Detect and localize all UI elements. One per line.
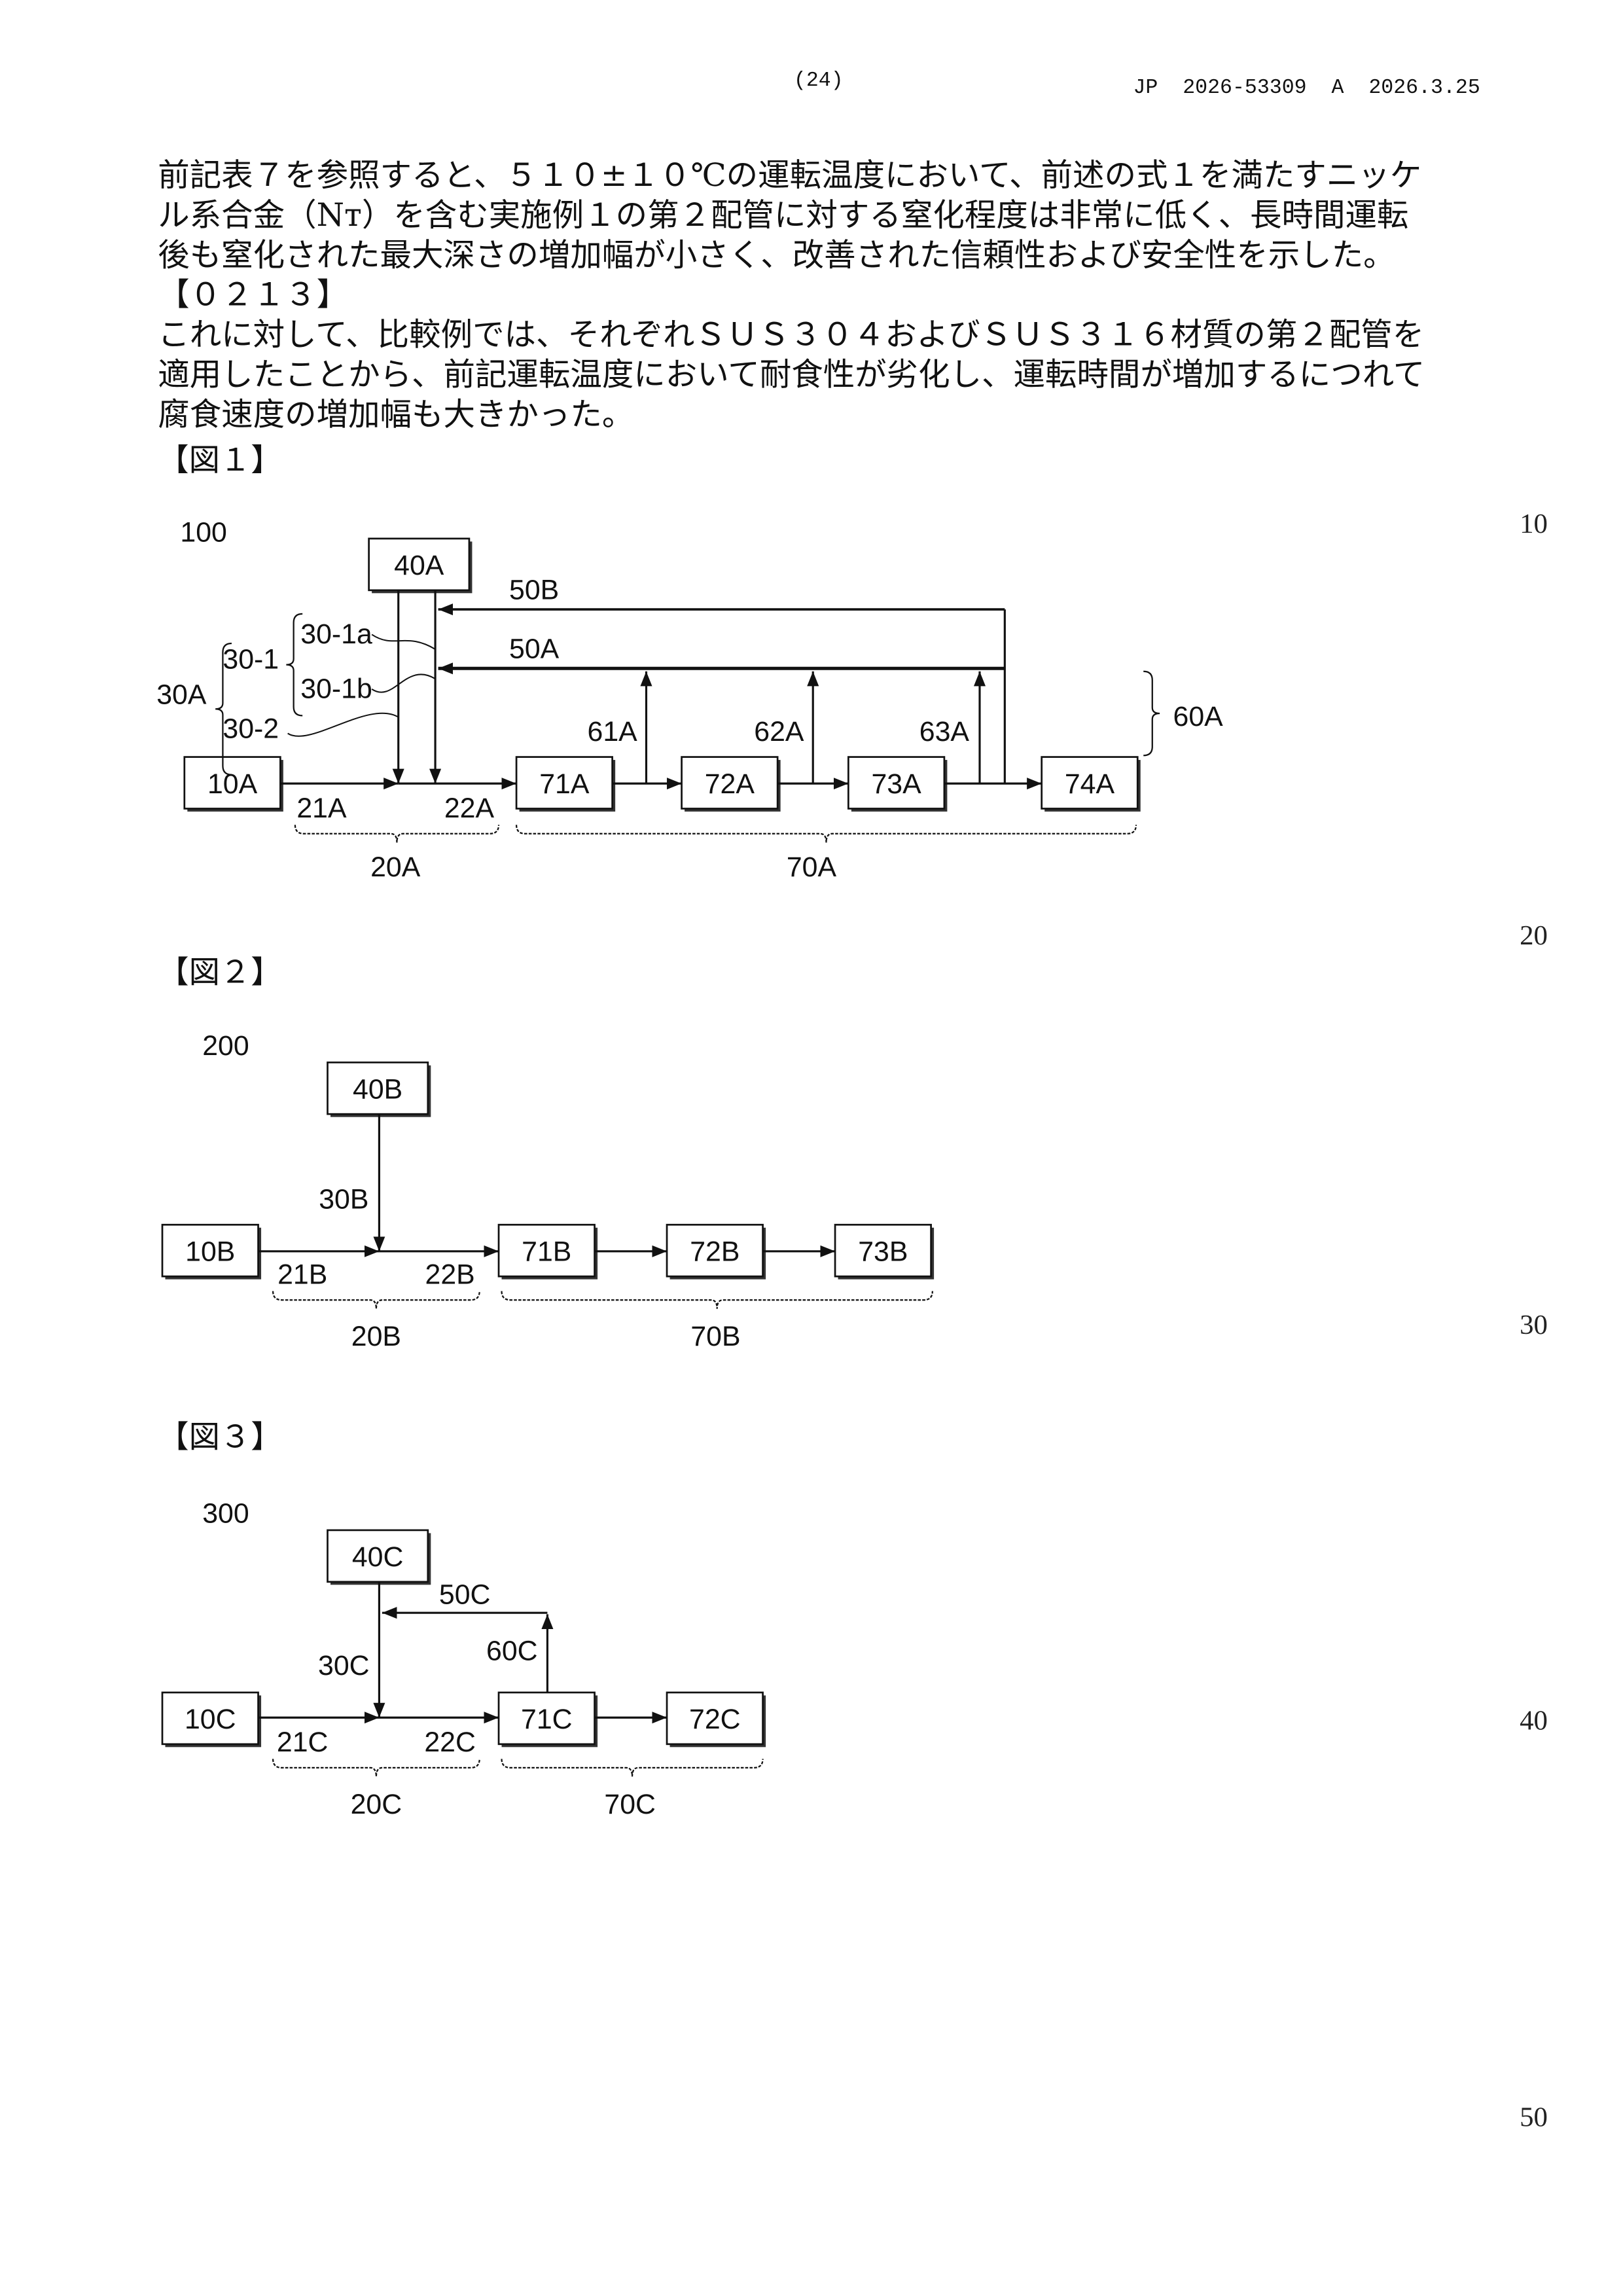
brace [502,1291,933,1309]
reference-label: 70A [787,852,837,883]
reference-label: 20C [351,1789,402,1820]
component-label: 72A [705,768,755,800]
brace [502,1759,763,1776]
reference-label: 21C [277,1727,329,1758]
reference-label: 21B [277,1259,327,1290]
brace [1143,672,1160,756]
reference-label: 200 [202,1030,249,1062]
reference-label: 60C [486,1635,538,1666]
reference-label: 30-1 [223,643,279,675]
reference-label: 61A [588,716,638,747]
reference-label: 30-2 [223,713,279,744]
reference-label: 100 [180,516,226,548]
brace [295,825,499,842]
reference-label: 50C [439,1579,491,1611]
component-label: 40C [352,1541,404,1573]
component-label: 72B [690,1236,740,1267]
component-label: 74A [1065,768,1115,800]
component-label: 71C [521,1704,573,1735]
component-label: 71B [522,1236,571,1267]
reference-label: 50B [509,574,559,605]
component-label: 71A [539,768,590,800]
leader-line [372,634,435,649]
reference-label: 22B [425,1259,475,1290]
brace [273,1759,480,1776]
component-label: 10B [185,1236,235,1267]
reference-label: 20A [370,852,421,883]
reference-label: 70C [604,1789,656,1820]
component-label: 73A [871,768,921,800]
component-label: 72C [689,1704,741,1735]
leader-line [372,674,435,692]
reference-label: 60A [1173,701,1224,732]
reference-label: 21A [296,793,347,824]
component-label: 10C [185,1704,236,1735]
reference-label: 30-1a [300,619,372,650]
reference-label: 22C [424,1727,476,1758]
brace [273,1291,480,1309]
reference-label: 30C [318,1650,370,1681]
reference-label: 50A [509,634,560,665]
reference-label: 70B [690,1321,740,1352]
reference-label: 63A [919,716,970,747]
reference-label: 22A [444,793,495,824]
component-label: 40A [394,550,444,581]
leader-line [288,713,399,736]
reference-label: 30B [319,1183,368,1215]
component-label: 10A [207,768,258,800]
reference-label: 30-1b [300,673,372,704]
component-label: 40B [353,1073,402,1105]
reference-label: 62A [754,716,804,747]
reference-label: 30A [156,679,207,710]
reference-label: 20B [351,1321,401,1352]
brace [516,825,1136,842]
component-label: 73B [858,1236,908,1267]
reference-label: 300 [202,1498,249,1530]
